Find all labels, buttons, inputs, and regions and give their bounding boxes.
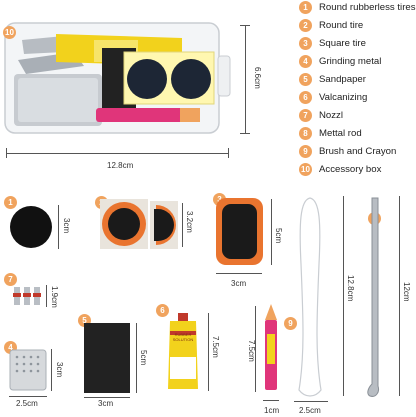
patch-round-label: 3cm [62, 218, 71, 234]
legend-label: Grinding metal [319, 55, 382, 67]
legend-label: Sandpaper [319, 73, 366, 85]
legend-number: 7 [299, 108, 312, 122]
box-height-label: 6.6cm [253, 67, 262, 89]
box-width-label: 12.8cm [107, 161, 134, 170]
patch-round-tire-label: 3.2cm [185, 211, 194, 233]
legend-item: 6 Valcanizing [299, 88, 367, 106]
crayon-w-label: 1cm [264, 406, 280, 415]
brush-h-line [343, 196, 344, 396]
round-tire-patch [100, 199, 178, 249]
legend-number: 4 [299, 54, 312, 68]
rod-label: 12cm [402, 282, 411, 302]
grinder-h-label: 3cm [55, 362, 64, 378]
box-height-tick-top [240, 25, 250, 26]
brush-w-label: 2.5cm [299, 406, 321, 415]
legend-number: 8 [299, 126, 312, 140]
brush [298, 197, 322, 397]
crayon-h-line [255, 306, 256, 392]
sandpaper-w-line [84, 397, 130, 398]
accessory-box [4, 22, 232, 134]
legend-label: Brush and Crayon [319, 145, 397, 157]
crayon-h-label: 7.5cm [247, 340, 256, 362]
legend-label: Round rubberless tires [319, 1, 416, 13]
legend-number: 1 [299, 0, 312, 14]
patch-round-line [58, 205, 59, 249]
glue-line [208, 313, 209, 391]
vulcanizing-tube [168, 313, 198, 389]
legend-number: 10 [299, 162, 312, 176]
legend-label: Round tire [319, 19, 364, 31]
legend-item: 2 Round tire [299, 16, 363, 34]
legend-label: Accessory box [319, 163, 382, 175]
legend-item: 10 Accessory box [299, 160, 381, 178]
crayon-w-line [263, 400, 279, 401]
legend-number: 3 [299, 36, 312, 50]
brush-w-line [294, 401, 328, 402]
box-height-tick-bottom [240, 133, 250, 134]
box-height-line [245, 25, 246, 133]
legend-item: 3 Square tire [299, 34, 366, 52]
box-width-tick-left [6, 148, 7, 158]
legend-item: 7 Nozzl [299, 106, 343, 124]
sandpaper [84, 323, 130, 393]
grinder-h-line [51, 349, 52, 391]
grinder-w-line [9, 396, 47, 397]
sandpaper-h-label: 5cm [139, 350, 148, 366]
sandpaper-w-label: 3cm [98, 399, 114, 408]
brush-h-label: 12.8cm [346, 275, 355, 302]
legend-label: Nozzl [319, 109, 343, 121]
legend-label: Square tire [319, 37, 366, 49]
rod-line [399, 196, 400, 396]
crayon [265, 304, 277, 390]
round-rubberless-patch [10, 206, 52, 248]
badge-7: 7 [4, 273, 17, 286]
legend-label: Mettal rod [319, 127, 362, 139]
badge-9: 9 [284, 317, 297, 330]
legend-item: 9 Brush and Crayon [299, 142, 396, 160]
legend-number: 5 [299, 72, 312, 86]
patch-round-tire-line [182, 203, 183, 247]
accessory-box-image [4, 22, 231, 134]
legend-item: 4 Grinding metal [299, 52, 381, 70]
legend-number: 6 [299, 90, 312, 104]
legend-item: 5 Sandpaper [299, 70, 366, 88]
tube-label: RUBBER SOLUTION [172, 332, 194, 342]
grinder-w-label: 2.5cm [16, 399, 38, 408]
box-width-line [6, 153, 228, 154]
patch-square-h-label: 5cm [274, 228, 283, 244]
badge-1: 1 [4, 196, 17, 209]
legend-item: 8 Mettal rod [299, 124, 362, 142]
nozzle-label: 1.9cm [50, 286, 59, 308]
patch-square-w-line [216, 273, 262, 274]
sandpaper-h-line [136, 323, 137, 393]
badge-10: 10 [3, 26, 16, 39]
legend-number: 9 [299, 144, 312, 158]
nozzles [13, 287, 41, 305]
patch-square-w-label: 3cm [231, 279, 247, 288]
grinding-metal [9, 349, 47, 391]
glue-label: 7.5cm [211, 336, 220, 358]
metal-rod [367, 197, 379, 397]
box-width-tick-right [228, 148, 229, 158]
legend-number: 2 [299, 18, 312, 32]
patch-square-h-line [271, 199, 272, 265]
square-tire-patch [216, 198, 263, 265]
legend-label: Valcanizing [319, 91, 368, 103]
badge-6: 6 [156, 304, 169, 317]
legend-item: 1 Round rubberless tires [299, 0, 416, 16]
nozzle-line [46, 285, 47, 307]
